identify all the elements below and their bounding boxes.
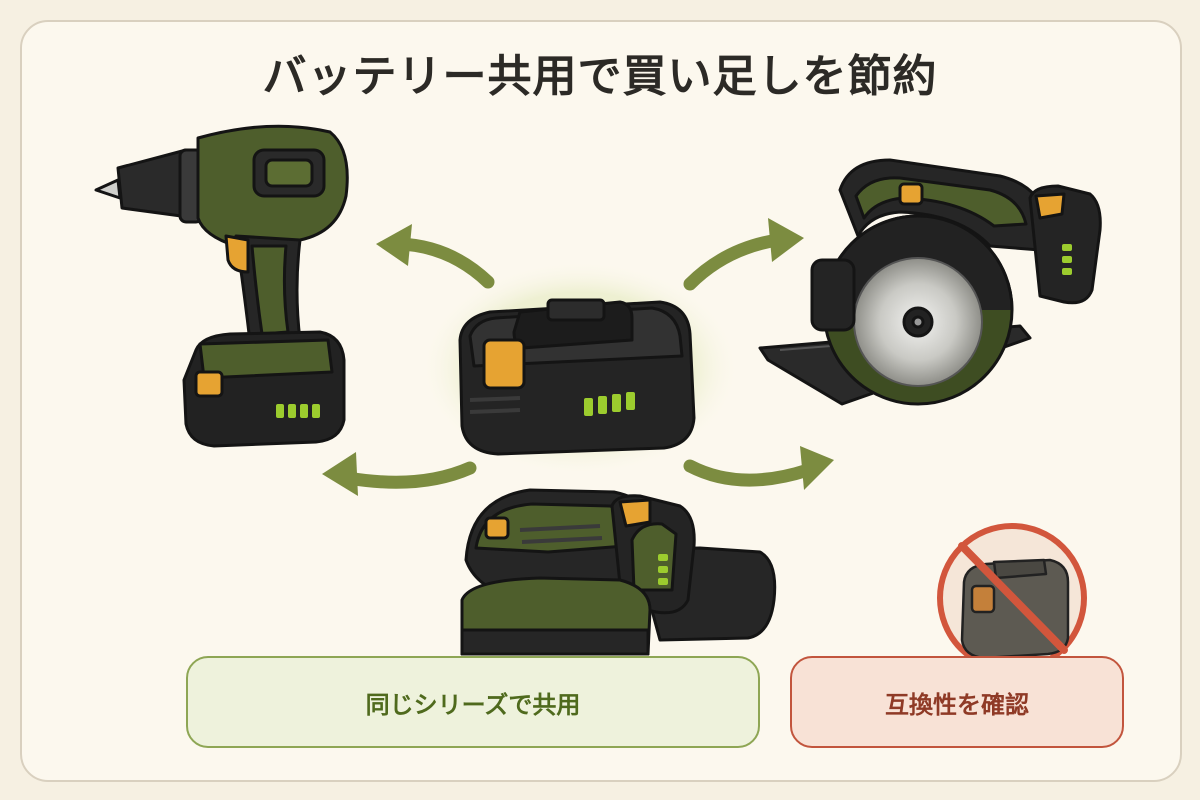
drill-icon — [94, 124, 349, 448]
arrowhead-top-right — [768, 218, 804, 262]
shared-series-label: 同じシリーズで共用 — [186, 656, 760, 748]
page-title: バッテリー共用で買い足しを節約 — [262, 51, 938, 102]
arrow-icon-bottom-right — [683, 459, 815, 487]
arrowhead-bottom-left — [322, 452, 358, 496]
drill-battery-leds — [276, 404, 320, 418]
battery-icon — [458, 298, 696, 456]
arrowhead-bottom-right — [800, 446, 834, 490]
arrow-icon-top-left — [393, 237, 495, 289]
sander-battery-leds — [658, 554, 668, 585]
arrow-icon-bottom-left — [341, 461, 477, 489]
arrow-icon-top-right — [683, 233, 785, 291]
saw-battery-leds — [1062, 244, 1072, 275]
circular-saw-icon — [758, 158, 1102, 406]
arrowhead-top-left — [376, 224, 412, 266]
compatibility-check-text: 互換性を確認 — [885, 690, 1029, 719]
prohibited-battery-icon — [937, 523, 1087, 673]
compatibility-check-label: 互換性を確認 — [790, 656, 1124, 748]
shared-series-text: 同じシリーズで共用 — [365, 690, 581, 719]
battery-leds — [584, 392, 635, 416]
orbital-sander-icon — [460, 488, 777, 656]
